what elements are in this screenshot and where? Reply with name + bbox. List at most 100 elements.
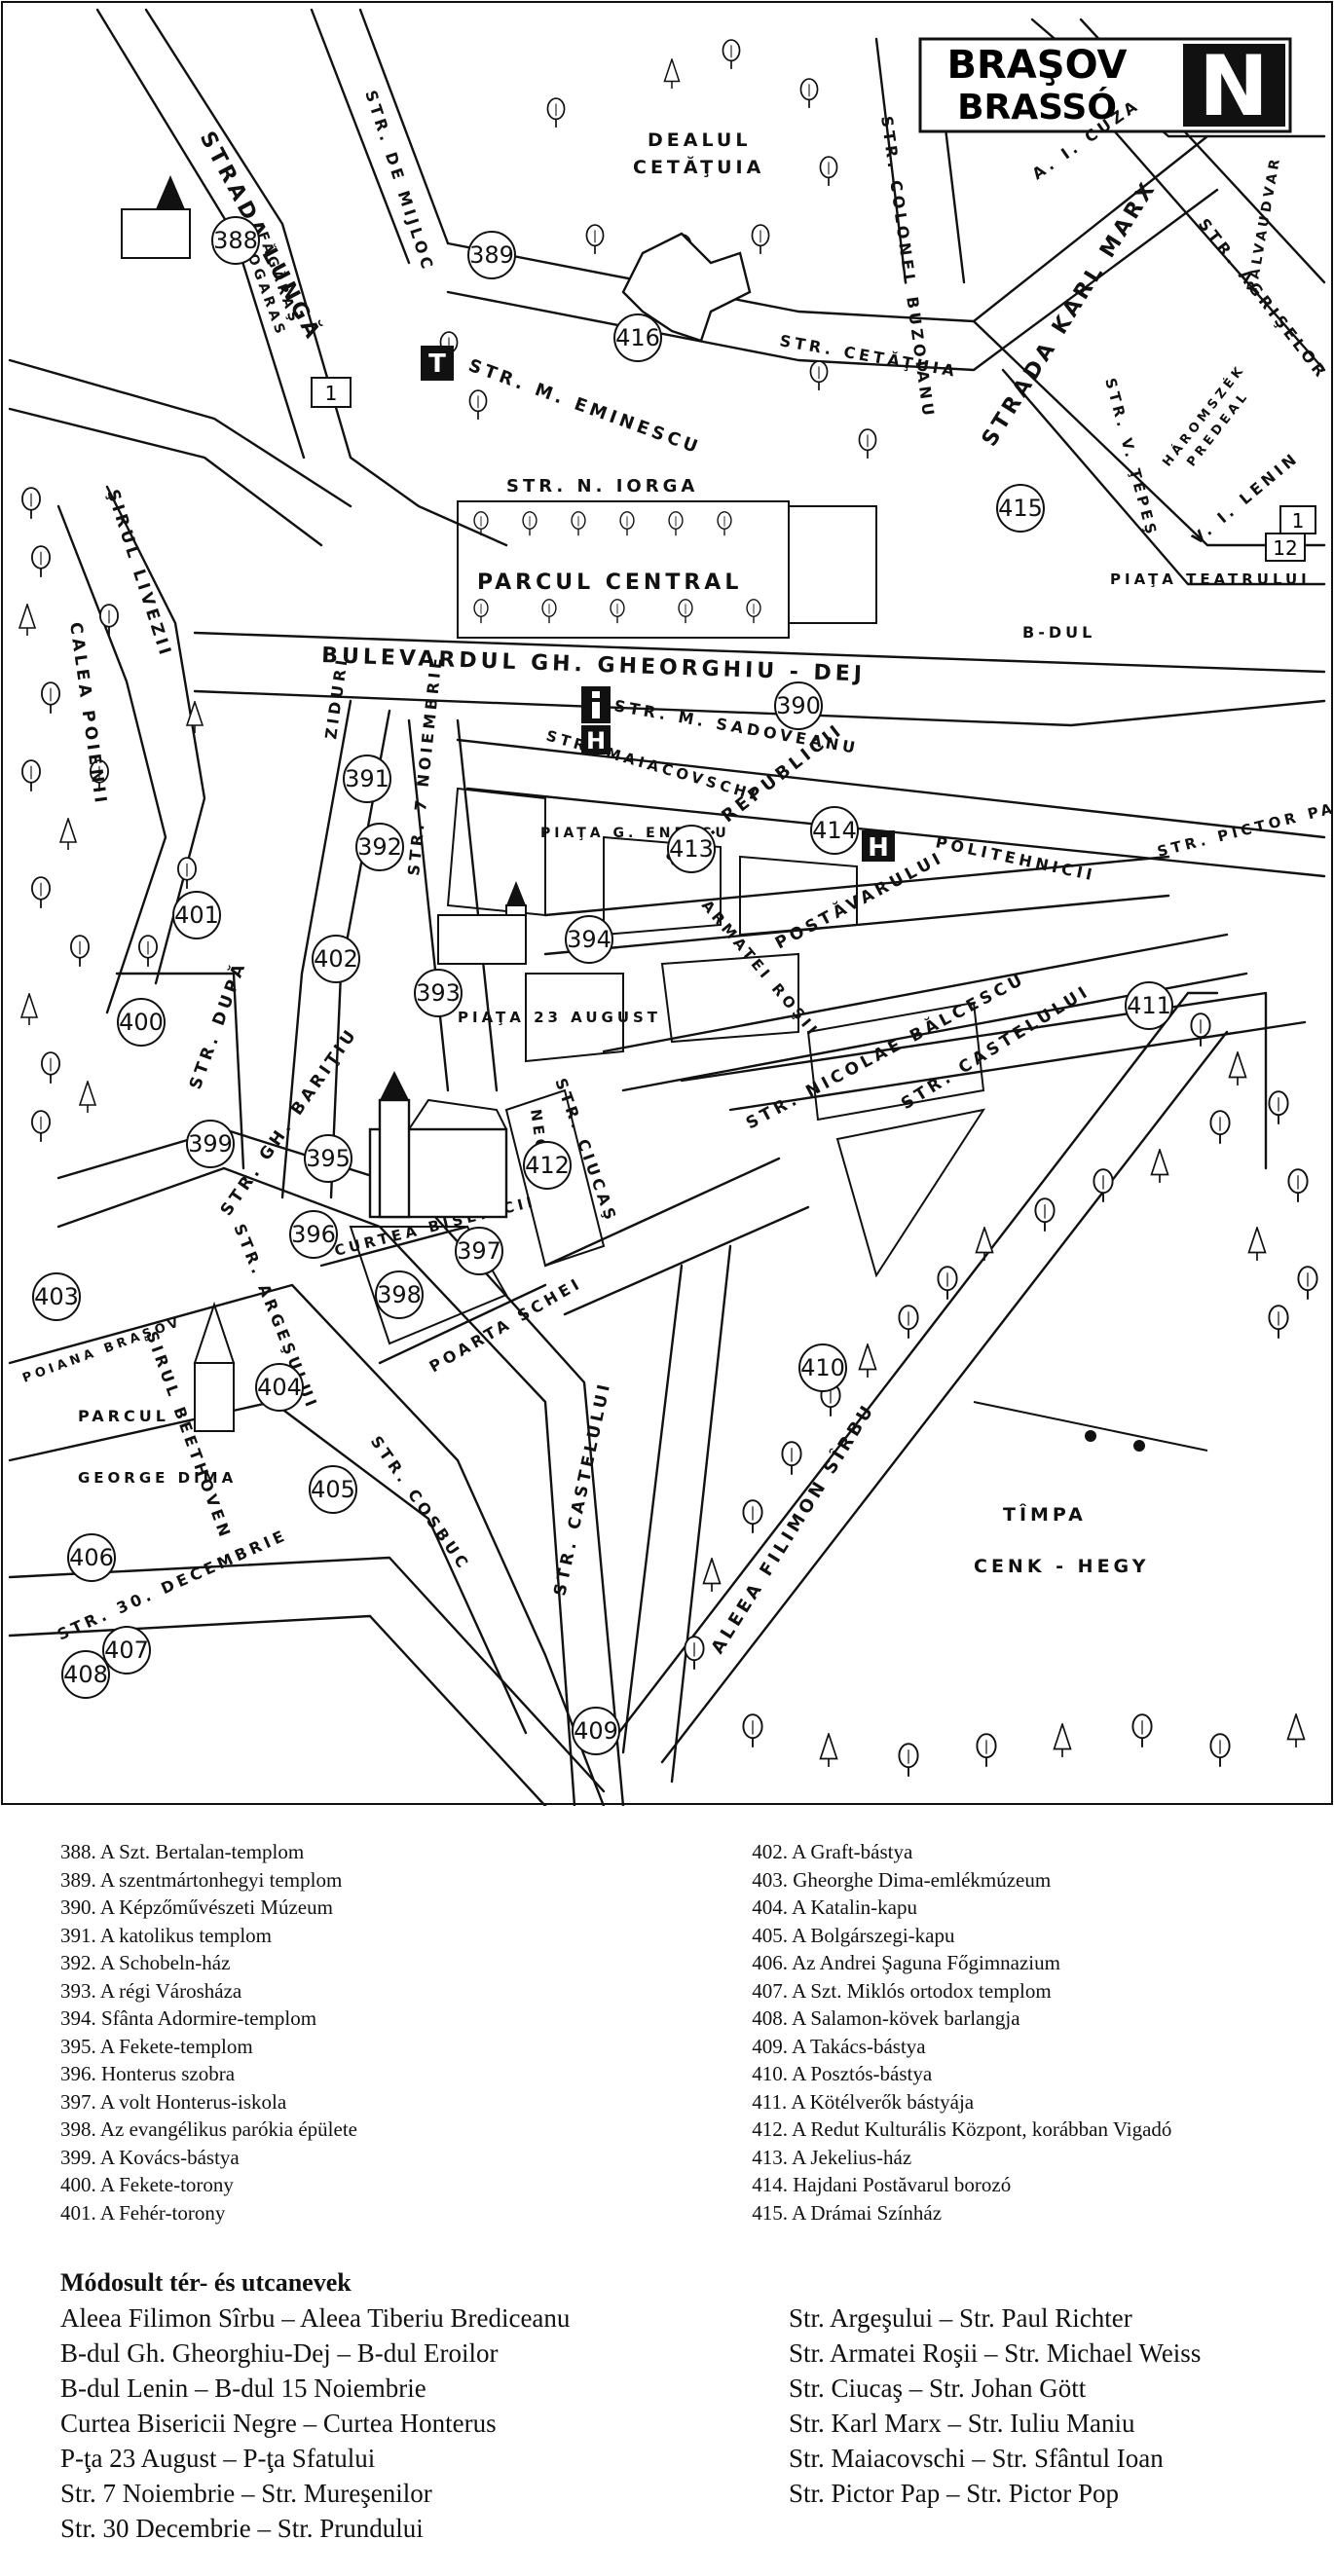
- svg-text:388: 388: [213, 227, 258, 254]
- svg-text:397: 397: [457, 1237, 501, 1265]
- map-marker-397[interactable]: 397: [455, 1227, 503, 1275]
- legend-item: 403. Gheorghe Dima-emlékmúzeum: [752, 1867, 1052, 1892]
- legend-item: 399. A Kovács-bástya: [60, 2145, 240, 2169]
- legend-item: 415. A Drámai Színház: [752, 2200, 943, 2225]
- map-marker-414[interactable]: 414: [810, 806, 859, 855]
- map-marker-389[interactable]: 389: [467, 231, 516, 279]
- legend-item: 409. A Takács-bástya: [752, 2034, 926, 2058]
- legend-item: 393. A régi Városháza: [60, 1978, 242, 2003]
- legend-item: 402. A Graft-bástya: [752, 1840, 913, 1863]
- map-marker-388[interactable]: 388: [211, 216, 260, 265]
- church-icon: [193, 1301, 236, 1432]
- map-marker-398[interactable]: 398: [375, 1270, 424, 1319]
- svg-text:394: 394: [567, 926, 611, 953]
- map-marker-405[interactable]: 405: [309, 1465, 357, 1514]
- legend-item: 406. Az Andrei Şaguna Főgimnazium: [752, 1951, 1060, 1974]
- map-marker-403[interactable]: 403: [32, 1272, 81, 1321]
- renamed-item: Str. 7 Noiembrie – Str. Mureşenilor: [60, 2479, 432, 2508]
- map-marker-412[interactable]: 412: [523, 1141, 572, 1190]
- map-marker-415[interactable]: 415: [996, 484, 1045, 533]
- numbered-markers: 388 389 390 391 392 393 394 395 396 397 …: [32, 216, 1173, 1755]
- svg-text:401: 401: [174, 902, 219, 929]
- label-dealul: DEALUL: [648, 129, 751, 151]
- renamed-streets-title: Módosult tér- és utcanevek: [60, 2268, 352, 2297]
- map-marker-400[interactable]: 400: [117, 998, 166, 1047]
- svg-text:396: 396: [291, 1221, 336, 1248]
- legend-item: 397. A volt Honterus-iskola: [60, 2089, 287, 2114]
- svg-text:T: T: [428, 350, 446, 379]
- svg-text:389: 389: [469, 241, 514, 269]
- svg-text:412: 412: [525, 1152, 570, 1179]
- map-marker-401[interactable]: 401: [172, 891, 221, 939]
- renamed-item: Aleea Filimon Sîrbu – Aleea Tiberiu Bred…: [60, 2303, 571, 2333]
- legend-item: 413. A Jekelius-ház: [752, 2145, 912, 2169]
- renamed-streets: Aleea Filimon Sîrbu – Aleea Tiberiu Bred…: [60, 2300, 1307, 2546]
- map-title-ro: BRAŞOV: [947, 43, 1128, 88]
- legend-item: 400. A Fekete-torony: [60, 2173, 234, 2196]
- map-marker-392[interactable]: 392: [355, 823, 404, 871]
- map-marker-399[interactable]: 399: [186, 1120, 235, 1168]
- svg-text:402: 402: [314, 945, 358, 973]
- svg-text:407: 407: [104, 1637, 149, 1664]
- map-marker-413[interactable]: 413: [667, 825, 716, 873]
- svg-text:414: 414: [812, 817, 857, 844]
- route-number: 1: [325, 382, 338, 405]
- svg-text:H: H: [868, 833, 889, 863]
- map-marker-404[interactable]: 404: [255, 1363, 304, 1412]
- renamed-item: B-dul Lenin – B-dul 15 Noiembrie: [60, 2374, 426, 2403]
- legend-item: 407. A Szt. Miklós ortodox templom: [752, 1978, 1052, 2003]
- label-timpa: TÎMPA: [1003, 1503, 1087, 1526]
- map-marker-391[interactable]: 391: [343, 754, 391, 803]
- cetatuia-fortress: [621, 232, 752, 343]
- svg-text:415: 415: [998, 495, 1043, 522]
- map-marker-396[interactable]: 396: [289, 1210, 338, 1259]
- renamed-item: Str. 30 Decembrie – Str. Prundului: [60, 2514, 424, 2543]
- tourist-icon: T: [421, 346, 454, 381]
- map-marker-408[interactable]: 408: [61, 1650, 110, 1699]
- info-icon: [581, 686, 611, 723]
- legend: 388. A Szt. Bertalan-templom 389. A szen…: [60, 1838, 1307, 2226]
- map-marker-395[interactable]: 395: [304, 1134, 352, 1183]
- svg-text:395: 395: [306, 1145, 351, 1172]
- map-marker-410[interactable]: 410: [798, 1343, 847, 1392]
- svg-text:393: 393: [416, 979, 461, 1007]
- legend-item: 405. A Bolgárszegi-kapu: [752, 1923, 955, 1947]
- renamed-item: Str. Armatei Roşii – Str. Michael Weiss: [789, 2338, 1202, 2368]
- map-marker-390[interactable]: 390: [774, 681, 823, 730]
- map-marker-393[interactable]: 393: [414, 969, 463, 1017]
- legend-item: 388. A Szt. Bertalan-templom: [60, 1840, 305, 1863]
- map-marker-409[interactable]: 409: [572, 1707, 620, 1755]
- route-number: 12: [1273, 536, 1297, 560]
- map-marker-416[interactable]: 416: [613, 313, 662, 362]
- legend-column-right: 402. A Graft-bástya 403. Gheorghe Dima-e…: [752, 1838, 1307, 2226]
- legend-item: 392. A Schobeln-ház: [60, 1951, 231, 1974]
- renamed-item: Str. Ciucaş – Str. Johan Gött: [789, 2374, 1087, 2403]
- label-bdul: B-DUL: [1022, 623, 1095, 642]
- svg-text:411: 411: [1127, 992, 1171, 1019]
- renamed-item: Str. Karl Marx – Str. Iuliu Maniu: [789, 2409, 1135, 2438]
- label-parcul: PARCUL: [78, 1407, 169, 1425]
- legend-column-left: 388. A Szt. Bertalan-templom 389. A szen…: [60, 1838, 752, 2226]
- legend-item: 390. A Képzőművészeti Múzeum: [60, 1895, 333, 1919]
- svg-text:410: 410: [800, 1354, 845, 1381]
- map-marker-406[interactable]: 406: [67, 1533, 116, 1582]
- route-number-boxes: 1 1 12: [311, 377, 1316, 562]
- svg-text:392: 392: [357, 833, 402, 861]
- renamed-item: P-ţa 23 August – P-ţa Sfatului: [60, 2444, 376, 2473]
- legend-item: 389. A szentmártonhegyi templom: [60, 1867, 343, 1892]
- city-blocks: [349, 500, 986, 1345]
- legend-item: 398. Az evangélikus parókia épülete: [60, 2117, 357, 2141]
- map-marker-402[interactable]: 402: [312, 935, 360, 983]
- map-marker-394[interactable]: 394: [565, 915, 613, 964]
- svg-text:H: H: [586, 727, 606, 754]
- map-title-hu: BRASSÓ: [957, 87, 1117, 128]
- map-marker-411[interactable]: 411: [1125, 981, 1173, 1030]
- svg-text:416: 416: [615, 324, 660, 351]
- svg-text:413: 413: [669, 835, 714, 863]
- label-piata-teatrului: PIAŢA TEATRULUI: [1110, 570, 1311, 588]
- label-george-dima: GEORGE DIMA: [78, 1469, 237, 1487]
- label-iorga: STR. N. IORGA: [506, 476, 698, 497]
- renamed-item: Str. Argeşului – Str. Paul Richter: [789, 2303, 1132, 2333]
- map-marker-407[interactable]: 407: [102, 1626, 151, 1674]
- svg-text:404: 404: [257, 1374, 302, 1401]
